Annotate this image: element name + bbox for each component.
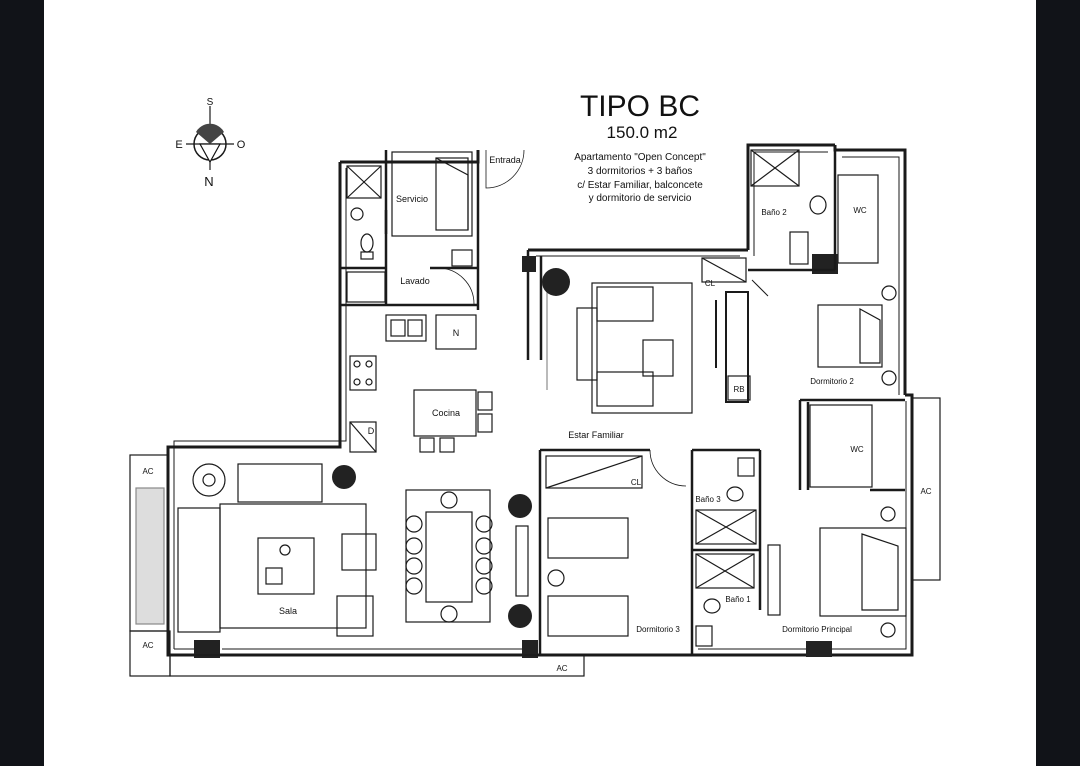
bath1-sink-icon: [695, 625, 713, 647]
compass-north-label: N: [204, 174, 213, 189]
sala-sofa-left: [177, 507, 221, 633]
bath1-shower: [695, 553, 755, 589]
family-rug: [591, 282, 693, 414]
bath1-toilet-icon: [703, 598, 721, 614]
column: [522, 256, 536, 272]
compass-west-label: O: [237, 139, 246, 151]
bed-dormitorio-3-a-icon: [547, 517, 629, 559]
family-sofa: [576, 307, 598, 381]
service-bed-icon: [391, 151, 473, 237]
room-label-estar-familiar: Estar Familiar: [568, 430, 624, 440]
compass-east-label: E: [175, 139, 182, 151]
description-line-2: 3 dormitorios + 3 baños: [588, 166, 693, 177]
nightstand-lamp-icon-2: [881, 370, 897, 386]
ac-area-right: [911, 397, 941, 581]
service-walls: [340, 150, 543, 360]
plant-icon: [542, 268, 570, 296]
kitchen-sink-icon: [385, 314, 427, 342]
kitchen-island: [413, 389, 477, 437]
dining-chairs: [405, 491, 493, 623]
sala-sofa-top: [237, 463, 323, 503]
family-coffee-table: [642, 339, 674, 377]
service-shower: [346, 165, 382, 199]
room-label-servicio: Servicio: [396, 194, 428, 204]
plan-title: TIPO BC: [580, 90, 700, 123]
dishwasher-label: D: [368, 426, 375, 436]
description-line-1: Apartamento "Open Concept": [574, 152, 706, 163]
principal-lamp-icon: [880, 506, 896, 522]
bath2-toilet-icon: [809, 195, 827, 215]
rb-closet: [727, 375, 751, 401]
wc-closet-top: [837, 174, 879, 264]
room-label-dormitorio-principal: Dormitorio Principal: [782, 625, 852, 634]
entry-door-swing: [485, 149, 525, 189]
bath3-toilet-icon: [726, 486, 744, 502]
service-sink-icon: [350, 207, 364, 221]
bed-principal-icon: [819, 527, 907, 617]
bath3-shower: [695, 509, 757, 545]
plant-sala-icon: [332, 465, 356, 489]
rb-label: RB: [733, 385, 744, 394]
ac-label-right: AC: [920, 487, 931, 496]
laundry-appliance: [346, 271, 386, 303]
compass-icon: S E O N: [175, 97, 245, 189]
compass-south-label: S: [207, 97, 214, 108]
principal-lamp-icon-2: [880, 622, 896, 638]
room-label-bano-2: Baño 2: [761, 208, 787, 217]
closet-dormitorio-3-label: CL: [631, 478, 642, 487]
room-label-dormitorio-3: Dormitorio 3: [636, 625, 680, 634]
closet-estar-label: CL: [705, 279, 716, 288]
bath2-shower: [750, 149, 800, 187]
desk: [725, 291, 749, 403]
plant-dining-icon: [508, 494, 532, 518]
sala-rug: [219, 503, 367, 629]
stove-icon: [349, 355, 377, 391]
dining-table: [425, 511, 473, 603]
dishwasher: [349, 421, 377, 453]
dormitorio-3-lamp-icon: [547, 569, 565, 587]
sala-armchair-1: [341, 533, 377, 571]
fridge-label: N: [453, 328, 460, 338]
bath2-sink-icon: [789, 231, 809, 265]
room-label-wc-top: WC: [853, 206, 867, 215]
fridge: [435, 314, 477, 350]
sala-armchair-2: [336, 595, 374, 637]
room-label-sala: Sala: [279, 606, 297, 616]
ac-label-left-top: AC: [142, 467, 153, 476]
ac-label-bottom: AC: [556, 664, 567, 673]
closet-dormitorio-3: [545, 455, 643, 489]
bed-dormitorio-3-b-icon: [547, 595, 629, 637]
nightstand-lamp-icon: [881, 285, 897, 301]
room-label-bano-3: Baño 3: [695, 495, 721, 504]
service-toilet-icon: [360, 233, 374, 253]
dining-console: [515, 525, 529, 597]
room-label-bano-1: Baño 1: [725, 595, 751, 604]
room-label-lavado: Lavado: [400, 276, 430, 286]
plan-area: 150.0 m2: [607, 123, 678, 142]
room-label-cocina: Cocina: [432, 408, 460, 418]
right-wing-walls: [538, 150, 905, 655]
service-sink-2-icon: [451, 249, 473, 267]
ac-label-left-bottom: AC: [142, 641, 153, 650]
wc-closet-mid: [809, 404, 873, 488]
balcony: [169, 654, 585, 677]
closet-principal: [767, 544, 781, 616]
description-line-4: y dormitorio de servicio: [589, 193, 692, 204]
room-label-entrada: Entrada: [489, 155, 521, 165]
bed-dormitorio-2-icon: [817, 304, 883, 368]
room-label-dormitorio-2: Dormitorio 2: [810, 377, 854, 386]
sala-lamp-icon: [192, 463, 226, 497]
description-line-3: c/ Estar Familiar, balconcete: [577, 180, 703, 191]
bath3-sink-icon: [737, 457, 755, 477]
closet-estar: [701, 257, 747, 283]
plant-dining-2-icon: [508, 604, 532, 628]
sala-coffee-table: [257, 537, 315, 595]
room-label-wc-mid: WC: [850, 445, 864, 454]
ac-area-left-bottom: [129, 630, 171, 677]
